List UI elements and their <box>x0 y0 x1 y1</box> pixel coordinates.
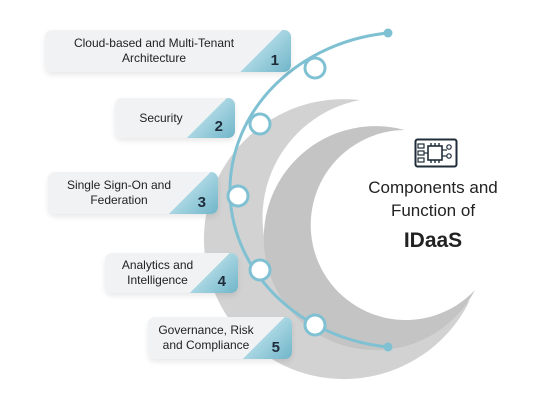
item-number-3: 3 <box>197 194 206 211</box>
center-title-line-1: Components and <box>368 178 498 197</box>
badge-4 <box>182 253 238 293</box>
badge-1 <box>231 30 291 72</box>
node-1 <box>303 56 327 80</box>
center-title-line-2: Function of <box>390 201 476 220</box>
item-number-4: 4 <box>217 273 226 290</box>
item-card-2: Security 2 <box>115 98 235 138</box>
item-number-1: 1 <box>270 52 279 69</box>
node-4 <box>248 258 272 282</box>
item-number-2: 2 <box>214 118 223 135</box>
crescent-large <box>203 99 470 380</box>
item-number-5: 5 <box>271 339 280 356</box>
item-label-4: Analytics and Intelligence <box>121 258 194 287</box>
center-title-line-3: IDaaS <box>403 229 463 252</box>
item-label-2: Security <box>139 110 183 125</box>
node-3 <box>226 184 250 208</box>
item-card-4: Analytics and Intelligence 4 <box>105 253 238 293</box>
badge-3 <box>162 172 218 214</box>
badge-2 <box>179 98 235 138</box>
crescent-small <box>263 126 475 351</box>
item-label-5: Governance, Risk and Compliance <box>158 323 254 352</box>
arc-end-top <box>383 28 393 38</box>
item-card-5: Governance, Risk and Compliance 5 <box>148 317 292 359</box>
node-5 <box>303 313 327 337</box>
item-card-3: Single Sign-On and Federation 3 <box>48 172 218 214</box>
node-2 <box>248 112 272 136</box>
item-label-3: Single Sign-On and Federation <box>66 178 172 207</box>
arc-end-bottom <box>383 342 393 352</box>
circuit-board-icon <box>414 138 458 168</box>
item-label-1: Cloud-based and Multi-Tenant Architectur… <box>73 36 235 65</box>
item-card-1: Cloud-based and Multi-Tenant Architectur… <box>45 30 291 72</box>
badge-5 <box>236 317 292 359</box>
